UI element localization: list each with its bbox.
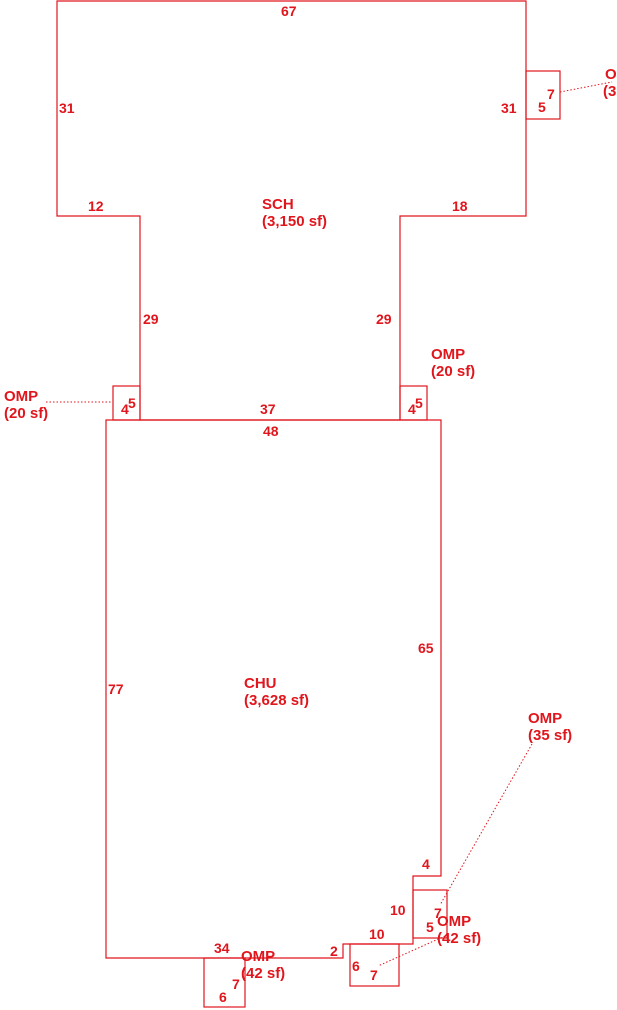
omp-top-right-area: (3 (603, 83, 616, 100)
omp-top-right-box (525, 70, 561, 120)
dim-omp-left-w: 4 (121, 401, 129, 417)
sch-code-label: SCH (262, 196, 294, 213)
chu-code-label: CHU (244, 675, 277, 692)
dim-omp-bl-w: 6 (219, 989, 227, 1005)
omp-bottom-right-box (349, 943, 400, 987)
dim-chu-notch-top: 4 (422, 856, 430, 872)
dim-sch-right-neck: 29 (376, 311, 392, 327)
omp-mid-right-code: OMP (431, 346, 465, 363)
dim-chu-right: 65 (418, 640, 434, 656)
omp-right-lower-box (412, 889, 448, 939)
dim-chu-notch-side: 10 (390, 902, 406, 918)
dim-omp-br-w: 7 (370, 967, 378, 983)
dim-omp-left-h: 5 (128, 395, 136, 411)
omp-bottom-right-area: (42 sf) (437, 930, 481, 947)
dim-omp-bl-h: 7 (232, 976, 240, 992)
omp-bottom-right-code: OMP (437, 913, 471, 930)
omp-bottom-left-box (203, 957, 246, 1008)
omp-left-box (112, 385, 141, 421)
chu-outline (105, 419, 442, 959)
dim-omp-br-h: 6 (352, 958, 360, 974)
omp-bottom-left-area: (42 sf) (241, 965, 285, 982)
leader-omp-bottom-right (377, 935, 446, 967)
omp-top-right-code: O (605, 66, 617, 83)
dim-sch-left-neck: 29 (143, 311, 159, 327)
dim-omp-mid-w: 4 (408, 401, 416, 417)
omp-left-area: (20 sf) (4, 405, 48, 422)
chu-area-label: (3,628 sf) (244, 692, 309, 709)
omp-right-lower-code: OMP (528, 710, 562, 727)
omp-right-lower-area: (35 sf) (528, 727, 572, 744)
dim-sch-right-step: 18 (452, 198, 468, 214)
dim-sch-left-upper: 31 (59, 100, 75, 116)
dim-sch-left-step: 12 (88, 198, 104, 214)
dim-omp-rl-w: 7 (434, 905, 442, 921)
omp-bottom-left-code: OMP (241, 948, 275, 965)
omp-mid-right-box (399, 385, 428, 421)
dim-omp-rl-h: 5 (426, 919, 434, 935)
dim-sch-top: 67 (281, 3, 297, 19)
dim-chu-top: 48 (263, 423, 279, 439)
dim-omp-tr-h: 5 (538, 99, 546, 115)
dim-chu-bottom-right: 10 (369, 926, 385, 942)
omp-mid-right-area: (20 sf) (431, 363, 475, 380)
dim-chu-bottom-step: 2 (330, 943, 338, 959)
omp-left-code: OMP (4, 388, 38, 405)
dim-sch-right-upper: 31 (501, 100, 517, 116)
leader-omp-right-lower (439, 743, 533, 906)
dim-sch-bottom: 37 (260, 401, 276, 417)
dim-omp-tr-w: 7 (547, 86, 555, 102)
sch-area-label: (3,150 sf) (262, 213, 327, 230)
dim-chu-left: 77 (108, 681, 124, 697)
dim-chu-bottom-left: 34 (214, 940, 230, 956)
dim-omp-mid-h: 5 (415, 395, 423, 411)
